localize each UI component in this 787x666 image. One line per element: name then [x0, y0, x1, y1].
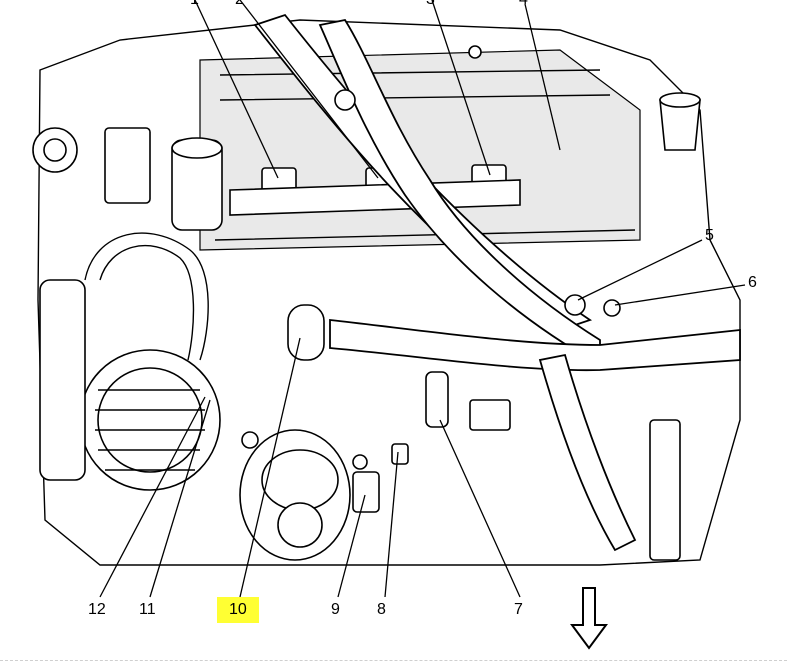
down-arrow-icon	[570, 587, 608, 650]
callout-10: 10	[229, 601, 247, 618]
callout-1: 1	[190, 0, 199, 8]
callout-12: 12	[88, 601, 106, 618]
leader-lines	[99, 0, 746, 598]
callout-9: 9	[331, 601, 340, 618]
callout-6: 6	[748, 274, 757, 291]
callout-11: 11	[139, 601, 156, 618]
engine-illustration	[32, 13, 741, 566]
callout-5: 5	[705, 227, 714, 244]
callout-2: 2	[235, 0, 244, 8]
callout-labels: 1 2 3 4 5 6 7 8 9 10 11 12	[88, 0, 757, 623]
callout-8: 8	[377, 601, 386, 618]
callout-7: 7	[514, 601, 523, 618]
footer-divider	[0, 660, 787, 661]
callout-3: 3	[426, 0, 435, 8]
callout-4: 4	[519, 0, 528, 8]
callout-10-highlight	[217, 597, 259, 623]
